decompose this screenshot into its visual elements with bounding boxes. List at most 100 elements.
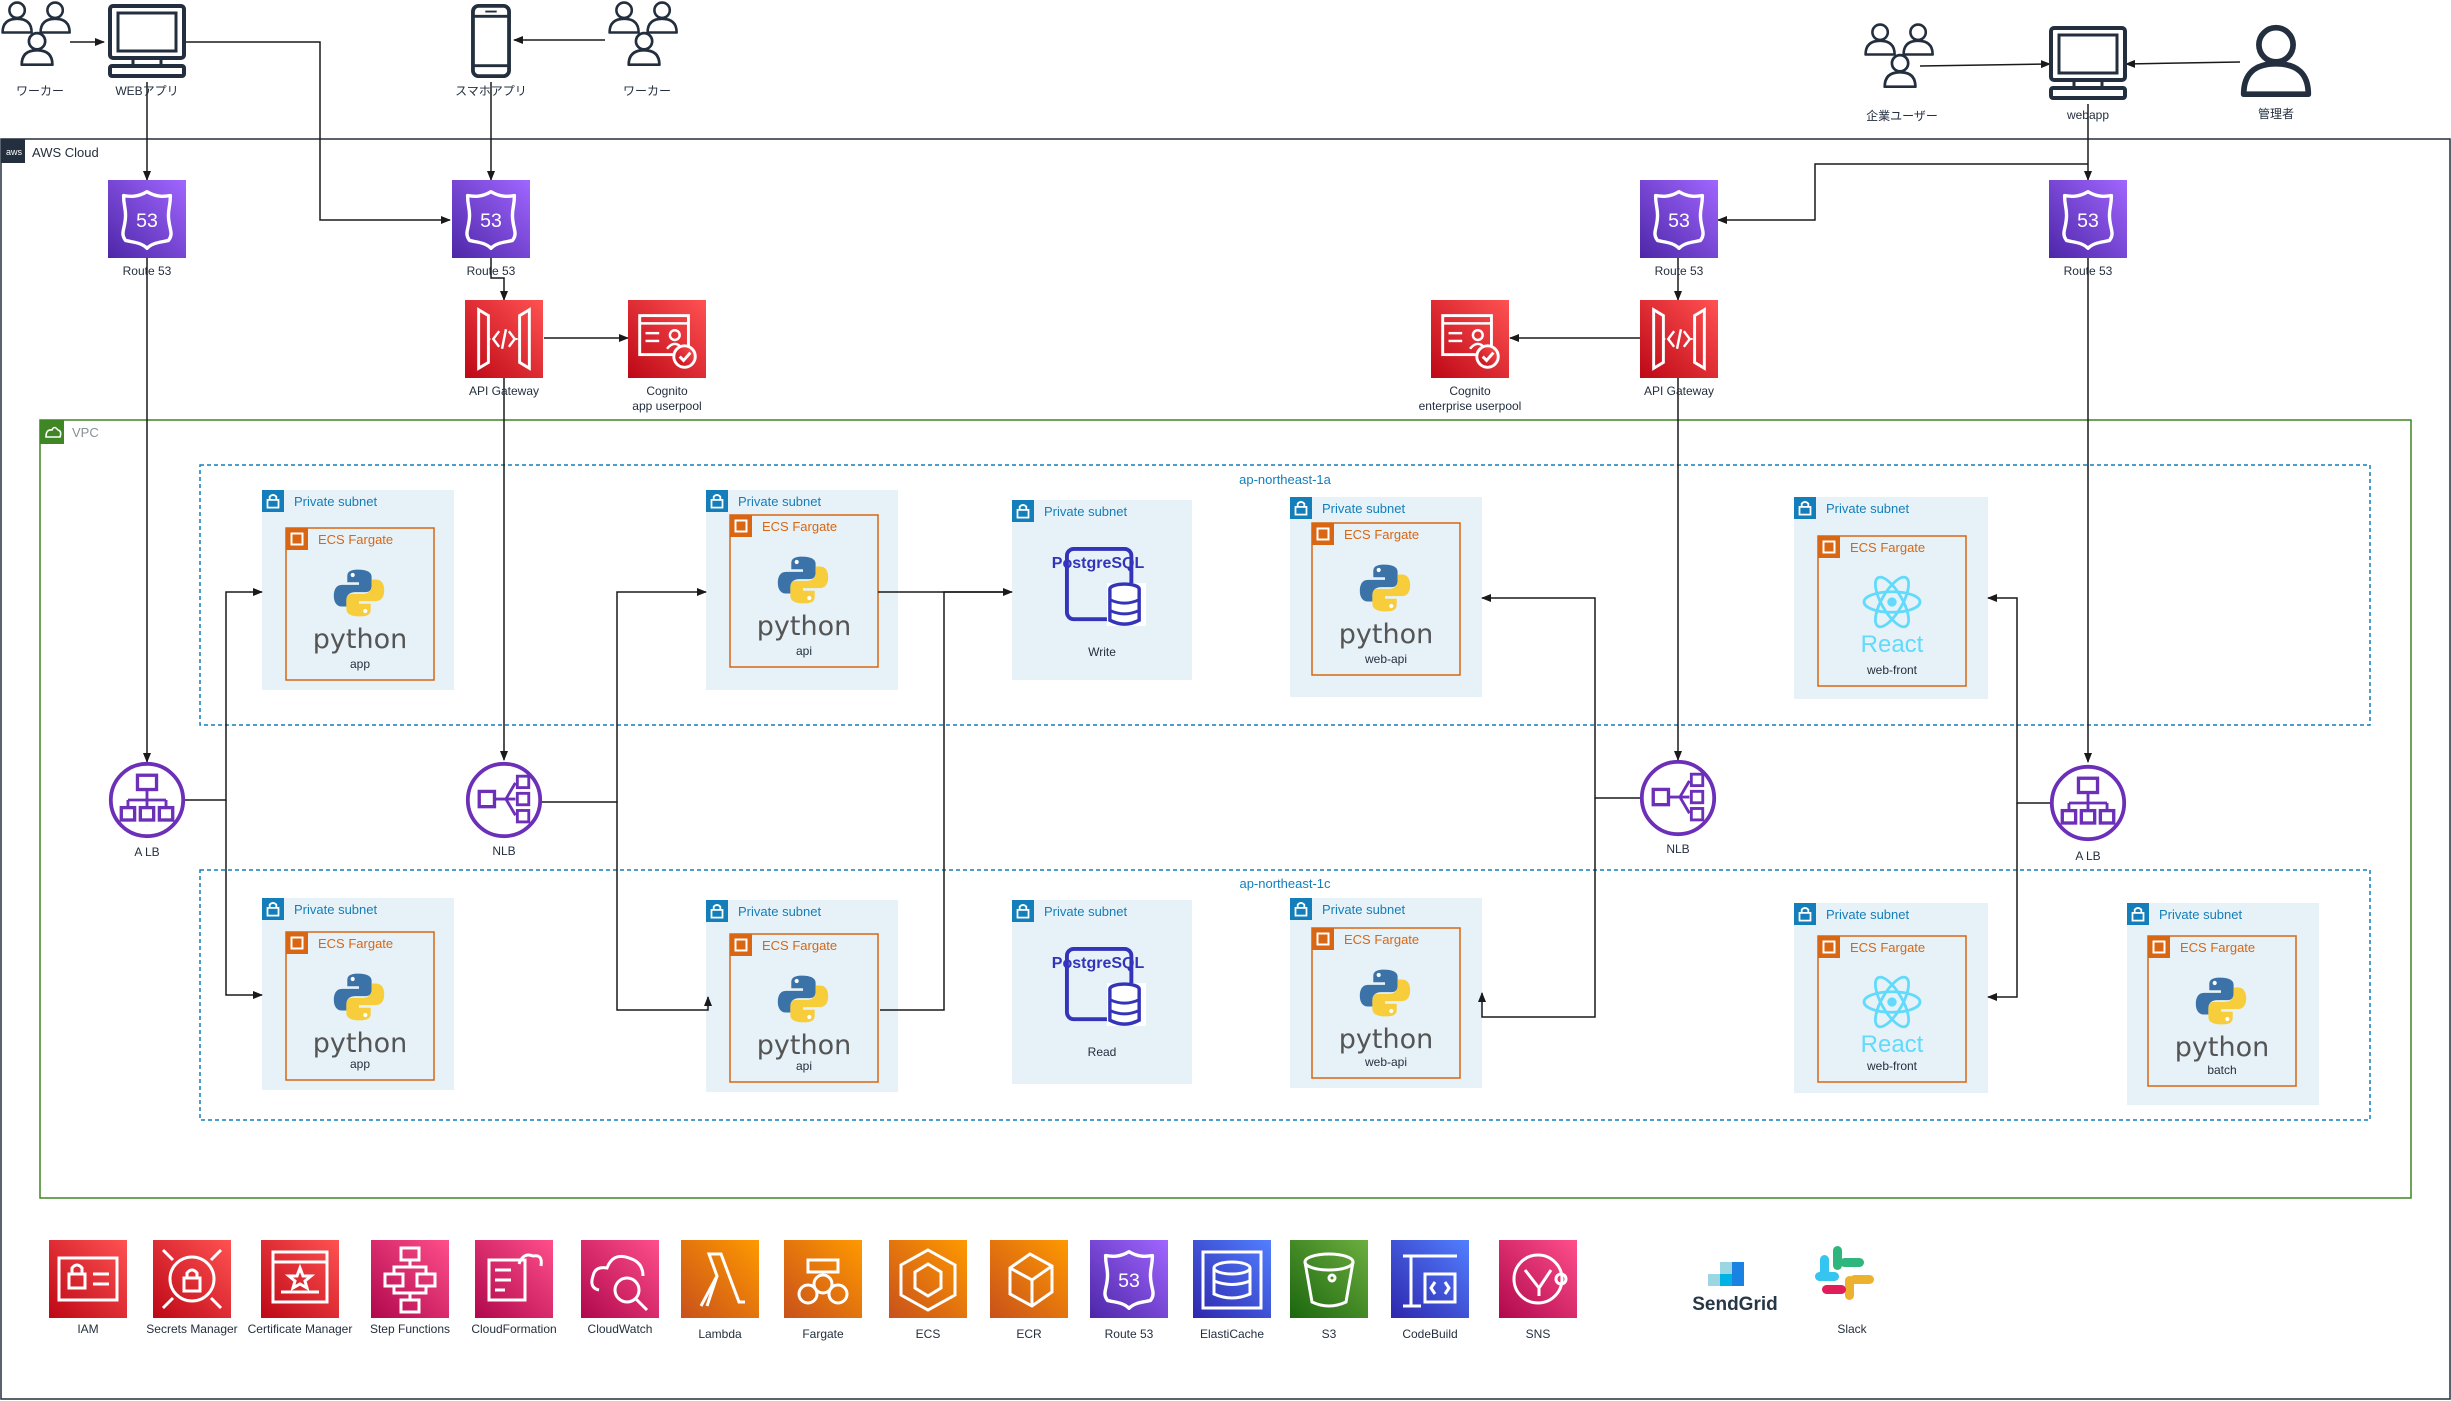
admin-user: 管理者 [2244, 28, 2309, 121]
service-name-label: web-api [1364, 652, 1407, 666]
fargate-icon [784, 1240, 862, 1318]
subnet-label: Private subnet [1322, 902, 1405, 917]
legend-step-functions: Step Functions [370, 1240, 450, 1336]
legend-label: Lambda [698, 1327, 742, 1341]
ecs-fargate-box [2147, 935, 2297, 1087]
ecs-icon [889, 1240, 967, 1318]
lambda-icon [681, 1240, 759, 1318]
ecs-fargate-box [729, 514, 879, 668]
nlb-right: NLB [1639, 759, 1717, 856]
nlb-right-label: NLB [1666, 842, 1689, 856]
lock-icon [1794, 497, 1816, 519]
web-app-label: WEBアプリ [115, 84, 178, 98]
route53-3: Route 53 [1640, 180, 1718, 278]
cognito-icon [1431, 300, 1509, 378]
api-gateway-icon [1640, 300, 1718, 378]
api-gateway-right: API Gateway [1640, 300, 1718, 398]
ecs-fargate-label: ECS Fargate [318, 532, 393, 547]
ecs-icon [286, 932, 308, 954]
az-1c-group: ap-northeast-1c [199, 869, 2371, 1121]
smartphone-app-label: スマホアプリ [455, 84, 527, 98]
ecs-icon [730, 934, 752, 956]
legend-codebuild: CodeBuild [1391, 1240, 1469, 1341]
ecs-fargate-box [285, 931, 435, 1081]
route53-2-label: Route 53 [467, 264, 516, 278]
ecs-fargate-label: ECS Fargate [2180, 940, 2255, 955]
monitor-icon [108, 4, 186, 78]
elasticache-icon [1193, 1240, 1271, 1318]
legend-ecs: ECS [889, 1240, 967, 1341]
postgresql-wordmark: PostgreSQL [1052, 955, 1145, 972]
react-wordmark: React [1861, 1031, 1924, 1058]
route53-3-label: Route 53 [1655, 264, 1704, 278]
route53-icon [1640, 180, 1718, 258]
subnet-label: Private subnet [1322, 501, 1405, 516]
legend-label: Certificate Manager [248, 1322, 353, 1336]
legend-label: CodeBuild [1402, 1327, 1457, 1341]
web-app-client: WEBアプリ [108, 4, 186, 98]
certificate-manager-icon [261, 1240, 339, 1318]
ecs-icon [730, 515, 752, 537]
worker-left-user-group: ワーカー [3, 3, 70, 98]
ecs-fargate-label: ECS Fargate [762, 519, 837, 534]
ecs-fargate-box [1311, 927, 1461, 1079]
lock-icon [2127, 903, 2149, 925]
route53-icon [108, 180, 186, 258]
python-wordmark: python [313, 1028, 407, 1059]
person-icon [2244, 28, 2309, 95]
subnet-label: Private subnet [294, 902, 377, 917]
legend-label: S3 [1322, 1327, 1337, 1341]
monitor-icon [2049, 26, 2127, 100]
service-name-label: app [350, 657, 370, 671]
cognito-app-userpool: Cognito app userpool [628, 300, 706, 413]
webapp-client: webapp [2049, 26, 2127, 122]
subnet-label: Private subnet [1044, 504, 1127, 519]
legend-s3: S3 [1290, 1240, 1368, 1341]
users-icon [1866, 25, 1933, 87]
route53-4-label: Route 53 [2064, 264, 2113, 278]
ecs-fargate-label: ECS Fargate [762, 938, 837, 953]
lock-icon [1794, 903, 1816, 925]
codebuild-icon [1391, 1240, 1469, 1318]
legend-label: ECR [1016, 1327, 1042, 1341]
alb-right-label: A LB [2075, 849, 2100, 863]
legend-label: CloudWatch [588, 1322, 653, 1336]
enterprise-user-group: 企業ユーザー [1866, 25, 1938, 123]
nlb-icon [1639, 759, 1717, 837]
nlb-icon [465, 761, 543, 839]
connectors [70, 36, 2241, 1018]
subnet-box [1012, 500, 1192, 680]
cloudformation-icon [475, 1240, 553, 1318]
ecs-fargate-box [1311, 522, 1461, 676]
ecs-fargate-box [729, 933, 879, 1083]
ecs-fargate-label: ECS Fargate [1850, 940, 1925, 955]
service-name-label: Read [1088, 1045, 1117, 1059]
subnet-label: Private subnet [294, 494, 377, 509]
sendgrid-label: SendGrid [1692, 1294, 1778, 1315]
route53-icon [1090, 1240, 1168, 1318]
az-1c-title: ap-northeast-1c [1239, 876, 1331, 891]
legend-label: Fargate [802, 1327, 844, 1341]
service-name-label: api [796, 1059, 812, 1073]
cloudwatch-icon [581, 1240, 659, 1318]
ecs-fargate-label: ECS Fargate [1344, 932, 1419, 947]
legend-secrets-manager: Secrets Manager [146, 1240, 238, 1336]
legend-label: ElastiCache [1200, 1327, 1264, 1341]
subnet-label: Private subnet [738, 904, 821, 919]
aws-cloud-icon [1, 139, 25, 163]
service-name-label: web-front [1866, 1059, 1918, 1073]
react-wordmark: React [1861, 631, 1924, 658]
subnet-box [1012, 900, 1192, 1084]
subnet-label: Private subnet [1826, 501, 1909, 516]
ecs-fargate-box [1817, 535, 1967, 687]
postgresql-wordmark: PostgreSQL [1052, 555, 1145, 572]
route53-1: Route 53 [108, 180, 186, 278]
lock-icon [1012, 900, 1034, 922]
